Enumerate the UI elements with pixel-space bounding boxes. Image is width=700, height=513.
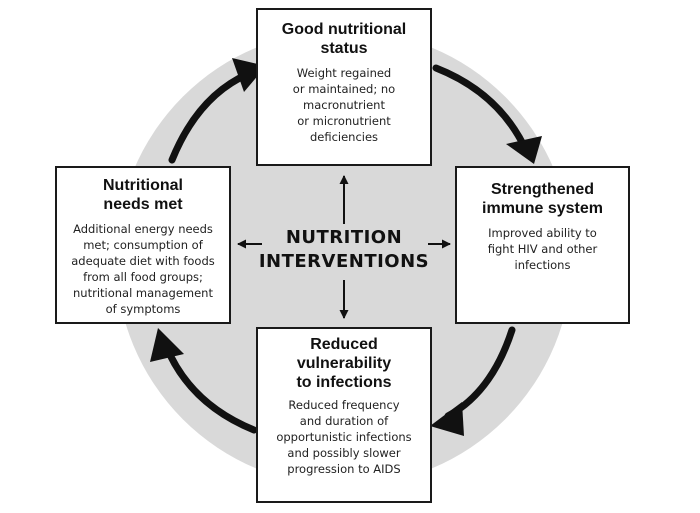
background-ring: [116, 30, 572, 486]
cycle-arrow-top-to-right: [432, 64, 528, 150]
node-description: Improved ability to fight HIV and other …: [487, 226, 598, 272]
arrowhead-top-to-right: [506, 136, 542, 164]
cycle-arrow-bottom-to-left: [162, 342, 258, 434]
node-description: Reduced frequency and duration of opport…: [276, 398, 412, 476]
node-description: Weight regained or maintained; no macron…: [292, 66, 396, 144]
node-description: Additional energy needs met; consumption…: [71, 222, 215, 316]
node-good-nutritional-status: Good nutritional status Weight regained …: [256, 8, 432, 166]
arrowhead-bottom-to-left: [150, 328, 184, 362]
center-arrows: [237, 175, 451, 319]
node-title: Strengthened immune system: [482, 181, 603, 217]
cycle-arrow-left-to-top: [168, 70, 252, 164]
node-title: Good nutritional status: [281, 21, 407, 57]
arrowhead-right-to-bottom: [430, 402, 464, 436]
center-label-nutrition-interventions: NUTRITION INTERVENTIONS: [258, 227, 430, 272]
node-strengthened-immune-system: Strengthened immune system Improved abil…: [455, 166, 630, 324]
node-reduced-vulnerability: Reduced vulnerability to infections Redu…: [256, 327, 432, 503]
node-title: Nutritional needs met: [103, 177, 183, 213]
node-title: Reduced vulnerability to infections: [296, 336, 392, 391]
node-nutritional-needs-met: Nutritional needs met Additional energy …: [55, 166, 231, 324]
